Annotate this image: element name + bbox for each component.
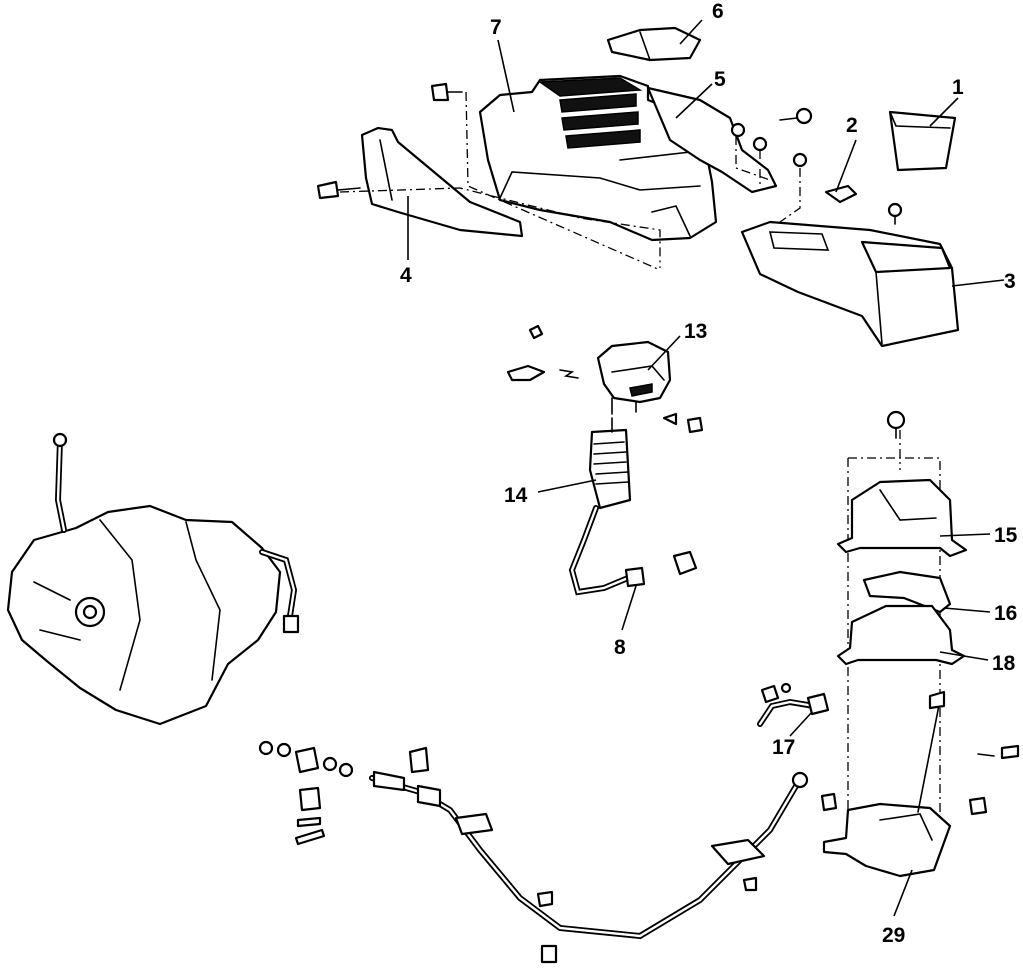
callout-18: 18 xyxy=(992,652,1016,675)
callout-7: 7 xyxy=(490,16,502,39)
shift-cable xyxy=(369,770,809,964)
callout-2: 2 xyxy=(846,114,858,137)
part-18-dust-cover xyxy=(836,604,966,666)
part-17-switch-harness xyxy=(757,682,830,727)
part-2-clip xyxy=(824,184,858,204)
callout-15: 15 xyxy=(994,524,1018,547)
part-6-cap xyxy=(606,26,702,62)
callout-6: 6 xyxy=(712,0,724,23)
part-13-shift-knob xyxy=(596,340,672,415)
callout-16: 16 xyxy=(994,602,1017,625)
callout-17: 17 xyxy=(772,736,795,759)
part-3-rear-console xyxy=(740,220,960,348)
cable-end-hardware xyxy=(258,740,430,846)
transmission-case xyxy=(6,432,300,726)
callout-leaders xyxy=(407,19,1005,917)
callout-labels: 1 2 3 4 5 6 7 8 13 14 15 16 18 17 29 xyxy=(400,0,1018,947)
callout-4: 4 xyxy=(400,264,412,287)
callout-8: 8 xyxy=(614,636,626,659)
part-4-side-cover xyxy=(360,126,524,238)
part-14-boot-and-harness xyxy=(568,417,632,596)
part-8-connector xyxy=(624,550,698,588)
part-7-console-body xyxy=(478,74,718,242)
callout-13: 13 xyxy=(684,320,707,343)
callout-5: 5 xyxy=(714,68,726,91)
part-29-shift-lever-base xyxy=(820,690,1020,878)
callout-29: 29 xyxy=(882,924,905,947)
part-1-box xyxy=(888,110,957,172)
callout-3: 3 xyxy=(1004,270,1016,293)
part-15-indicator-housing xyxy=(836,410,968,558)
callout-14: 14 xyxy=(504,484,528,507)
knob-small-parts xyxy=(506,324,704,434)
callout-1: 1 xyxy=(952,76,964,99)
assembly-guide-lines xyxy=(339,91,801,271)
